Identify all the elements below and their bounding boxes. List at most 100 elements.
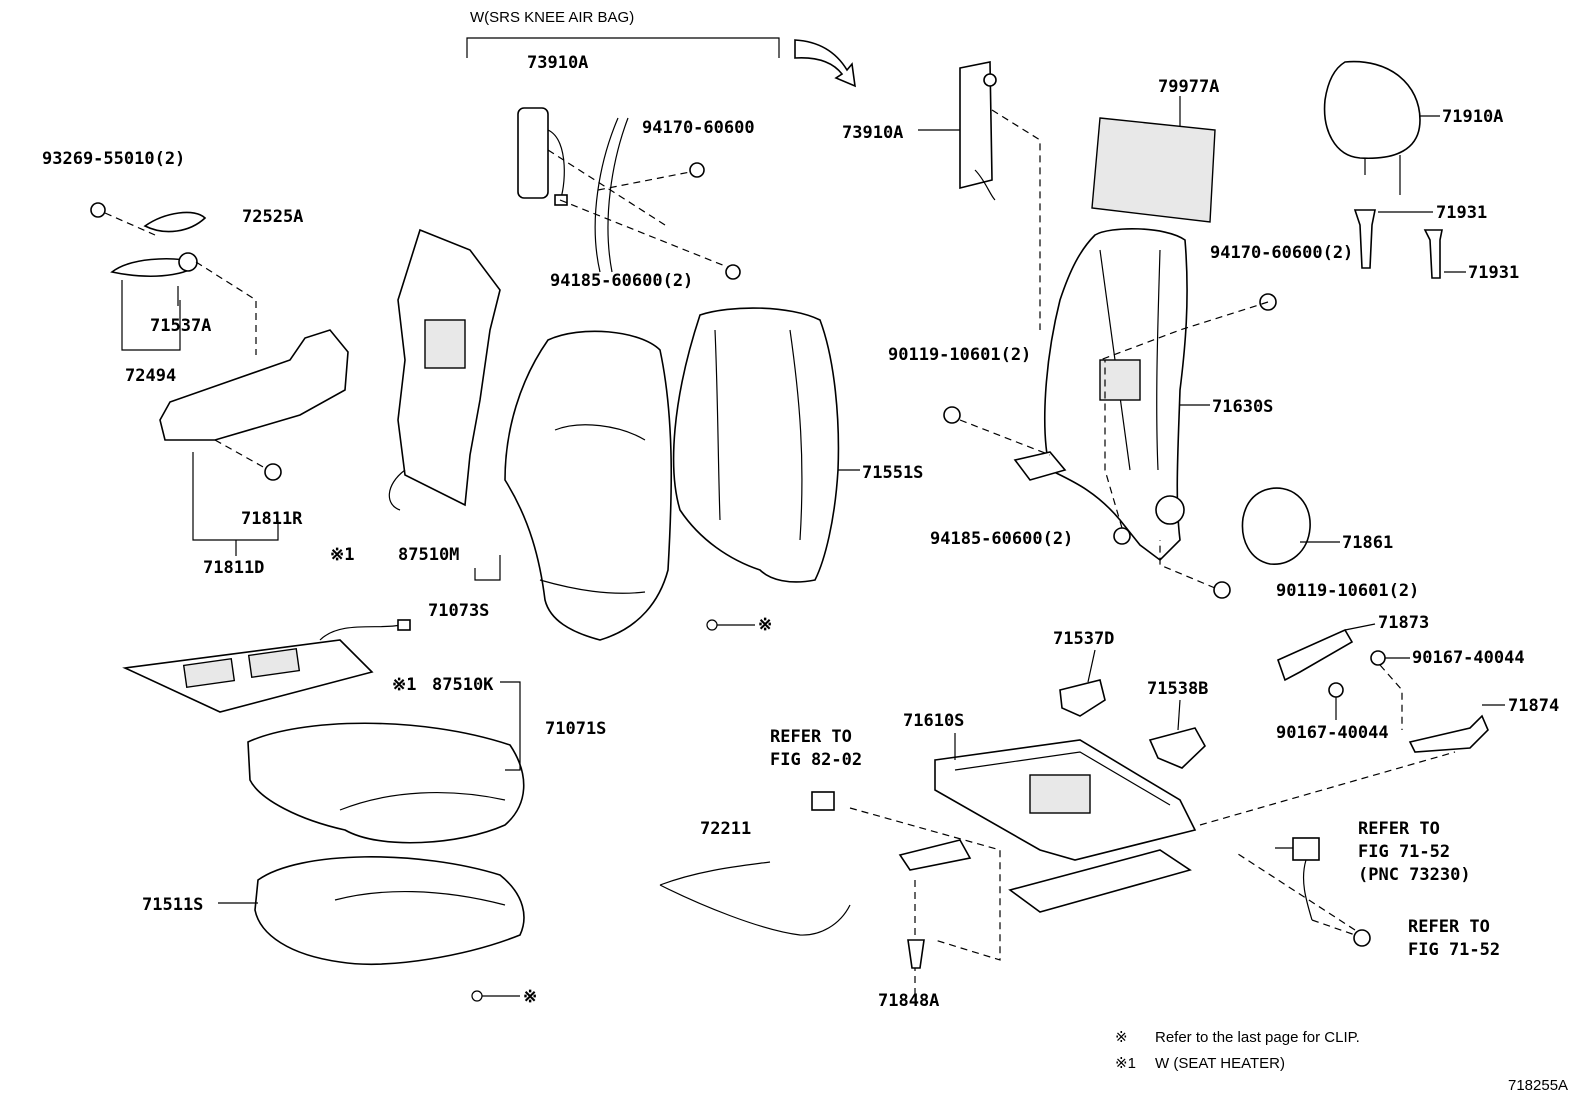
label-72211: 72211 [700, 819, 751, 839]
heater-pad-87510k-b [247, 647, 301, 679]
bracket-71071s [500, 681, 521, 771]
seatback-heater-group [388, 228, 501, 511]
cushion-heater-group [122, 619, 411, 713]
seatback-pad-71551s [672, 307, 840, 583]
figure-code: 718255A [1508, 1077, 1568, 1094]
frame-recliner-plate [1099, 359, 1141, 401]
dash-airbag-a [547, 149, 666, 226]
footnotes: ※ Refer to the last page for CLIP. ※1 W … [1115, 1029, 1568, 1094]
label-layer: 73910A 94170-60600 94185-60600(2) 93269-… [42, 53, 1559, 1011]
label-72494: 72494 [125, 366, 176, 386]
label-94185-60600-top: 94185-60600(2) [550, 271, 693, 291]
airbag-header-group: W(SRS KNEE AIR BAG) [466, 9, 856, 88]
note-clip-text: Refer to the last page for CLIP. [1155, 1029, 1360, 1046]
label-refer-71-b-line1: REFER TO [1408, 917, 1490, 937]
screw-93269-icon [90, 202, 106, 218]
dash-94185-lower [1104, 360, 1123, 529]
seat-frame-edge-left-inner [607, 117, 629, 273]
support-71931-b [1423, 229, 1443, 279]
seat-frame-edge-left [594, 117, 619, 273]
cover-71861-group [1241, 487, 1340, 565]
clip-symbol-back [706, 619, 718, 631]
dash-71811r [214, 439, 266, 469]
buckle-cable [1302, 859, 1313, 921]
label-refer-71-b-line2: FIG 71-52 [1408, 940, 1500, 960]
seat-adjuster-group [849, 733, 1456, 1000]
dash-93269 [104, 212, 156, 236]
label-71073s: 71073S [428, 601, 489, 621]
leader-71537d [1087, 649, 1096, 683]
headrest-group [1323, 60, 1466, 279]
airbag-header: W(SRS KNEE AIR BAG) [470, 9, 634, 26]
heater-wire-87510m [388, 469, 406, 511]
dash-90167-a [1379, 664, 1403, 730]
bracket-group [1059, 649, 1206, 769]
dash-94170-2 [1099, 301, 1269, 361]
label-refer-82-line2: FIG 82-02 [770, 750, 862, 770]
dash-airbag-right [991, 109, 1041, 330]
label-94185-60600-lower: 94185-60600(2) [930, 529, 1073, 549]
bolt-90167-a-icon [1370, 650, 1386, 666]
track-cover-group [1277, 623, 1505, 753]
leader-71538b [1177, 699, 1181, 731]
nut-94185-lower-icon [1113, 527, 1131, 545]
label-71811d: 71811D [203, 558, 264, 578]
cover-71874 [1408, 714, 1489, 753]
note-heater-mark: ※1 [1115, 1055, 1136, 1072]
adjuster-center-plate [1029, 774, 1091, 814]
clip-71848a-icon [907, 939, 925, 969]
seatback-cover-seam-b [539, 579, 646, 594]
connector-82-02 [811, 791, 835, 811]
nut-94185-top-icon [725, 264, 741, 280]
label-90167-a: 90167-40044 [1412, 648, 1525, 668]
heater-pad-87510k-a [182, 657, 236, 689]
board-79977a [1091, 117, 1216, 223]
wire-72211-group [659, 791, 851, 936]
seatback-pad-groove-b [789, 329, 803, 541]
heater-pad-87510m [424, 319, 466, 369]
dash-knob [195, 261, 257, 355]
label-71071s: 71071S [545, 719, 606, 739]
label-94170-60600-2: 94170-60600(2) [1210, 243, 1353, 263]
nut-94170-icon [689, 162, 705, 178]
cushion-cover-group [247, 681, 525, 844]
heater-connector-87510k [397, 619, 411, 631]
label-72525a: 72525A [242, 207, 303, 227]
label-94170-60600: 94170-60600 [642, 118, 755, 138]
airbag-bracket [466, 37, 780, 58]
clip-symbol-bottom [471, 990, 483, 1002]
bracket-71537d [1059, 679, 1106, 717]
headrest-71910a [1323, 60, 1421, 160]
label-71811r: 71811R [241, 509, 303, 529]
knee-airbag-right [918, 61, 1041, 330]
armrest-group [90, 202, 349, 556]
label-71873: 71873 [1378, 613, 1429, 633]
frame-rail-b [1156, 249, 1161, 471]
cushion-pad-71511s [254, 856, 525, 965]
label-79977a: 79977A [1158, 77, 1219, 97]
buckle-body [1292, 837, 1320, 861]
bracket-72494 [121, 280, 181, 351]
airbag-arrow [794, 39, 856, 88]
dash-adjuster-a [849, 807, 1001, 961]
label-71931-b: 71931 [1468, 263, 1519, 283]
adjuster-rail-inner [954, 751, 1171, 806]
dash-adjuster-b [1199, 751, 1456, 826]
side-shield-71811d [159, 329, 349, 441]
cushion-pad-groove [334, 890, 506, 906]
heater-87510k [122, 639, 374, 713]
dash-airbag-b [559, 199, 731, 269]
clip-71811r-icon [264, 463, 282, 481]
cover-71861 [1241, 487, 1311, 565]
label-71610s: 71610S [903, 711, 964, 731]
wire-72211-b [659, 884, 851, 936]
bracket-71073s [474, 555, 501, 581]
label-refer-82-line1: REFER TO [770, 727, 852, 747]
adjuster-lower-rail [1008, 849, 1192, 913]
knee-airbag-left [517, 107, 741, 280]
airbag-right-nut-icon [983, 73, 997, 87]
dash-90119-lower [1159, 540, 1216, 589]
label-87510m-mark: ※1 [330, 545, 354, 565]
label-87510m: 87510M [398, 545, 459, 565]
airbag-module-right [959, 61, 993, 190]
